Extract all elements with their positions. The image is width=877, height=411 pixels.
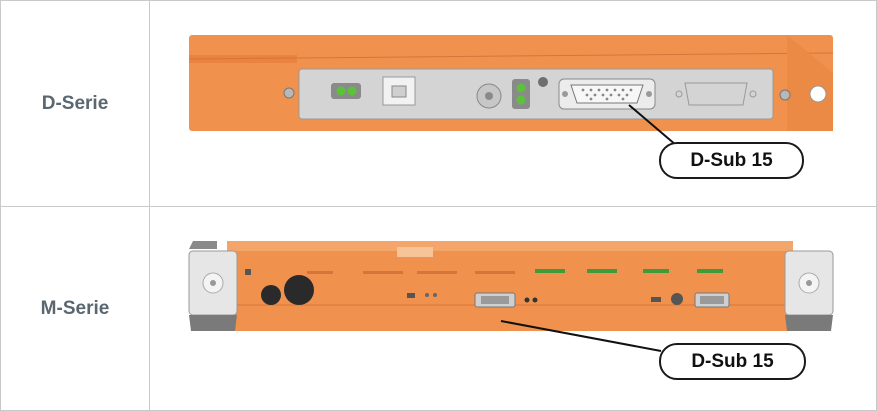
m-serie-callout-line — [500, 320, 662, 352]
row-label-d-serie: D-Serie — [41, 92, 109, 114]
d-serie-dsub15-callout: D-Sub 15 — [659, 142, 804, 179]
m-serie-dsub15-callout: D-Sub 15 — [659, 343, 806, 380]
column-divider — [149, 1, 150, 410]
d-serie-device-image — [188, 35, 834, 131]
table-row-m-serie: M-Serie — [1, 207, 876, 410]
table-row-d-serie: D-Serie — [1, 1, 876, 207]
m-serie-device-image — [188, 241, 834, 331]
row-label-m-serie: M-Serie — [40, 297, 110, 319]
